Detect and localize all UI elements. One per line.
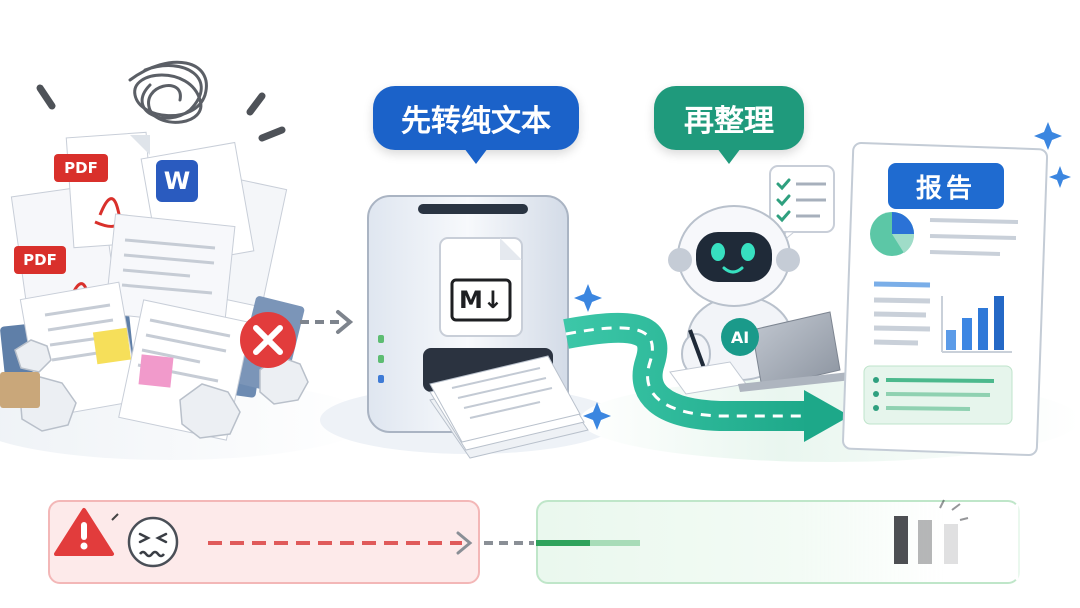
markdown-file-icon [439,237,523,337]
sparkle-icon [583,402,611,430]
flow-arrow [563,312,850,442]
converter-printer [367,195,589,459]
warning-triangle-icon [54,508,114,556]
checklist-icon [769,165,835,243]
pdf-glyph-icon [94,197,121,228]
faded-bars [894,516,958,564]
report-document [842,141,1049,457]
sticky-note [92,327,132,365]
stress-mark [258,126,286,142]
ai-robot [668,165,852,395]
report-title: 报告 [888,163,1004,209]
frustrated-face-icon [127,516,179,568]
output-paper-stack [429,355,589,459]
pie-chart-icon [870,212,915,256]
ai-badge: AI [721,318,759,356]
bar-chart-icon [941,296,1012,353]
organize-bubble: 再整理 [654,86,804,164]
scribble-icon [128,60,208,124]
stress-mark [36,84,56,110]
stress-mark [246,92,266,116]
organize-label: 再整理 [684,104,774,139]
convert-to-text-bubble: 先转纯文本 [373,86,579,164]
word-icon: W [156,160,198,202]
pdf-badge: PDF [54,154,108,182]
sparkle-icon [574,284,602,312]
sticky-note [138,354,174,388]
dashed-arrow [300,310,354,334]
pdf-badge: PDF [14,246,66,274]
x-circle-icon [240,312,296,368]
red-dashed-arrow [208,531,473,555]
sparkle-icon [1034,122,1062,150]
cardboard-box [0,372,40,408]
sparkle-icon [1049,166,1071,188]
markdown-label: M↓ [459,286,503,314]
convert-to-text-label: 先转纯文本 [401,104,551,139]
